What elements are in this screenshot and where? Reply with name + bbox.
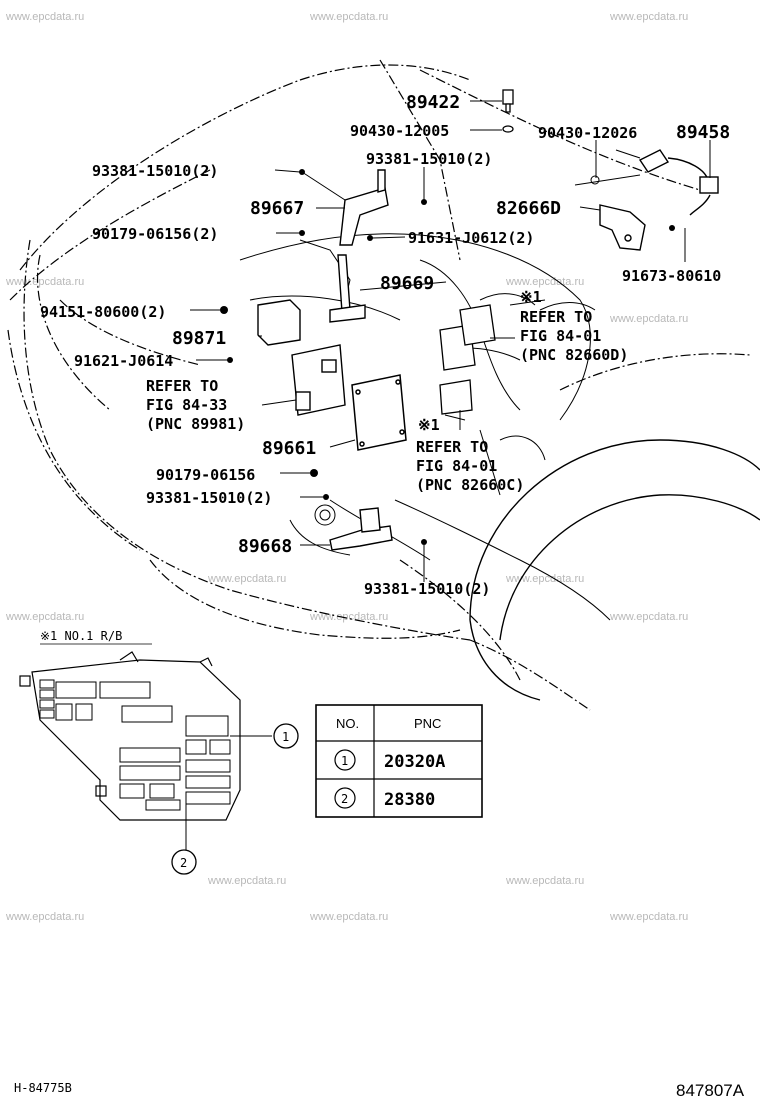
ecu-89871 — [257, 299, 301, 346]
reference-84-33-line2: FIG 84-33 — [146, 396, 227, 414]
part-label-89669: 89669 — [380, 273, 434, 294]
reference-notes: REFER TO FIG 84-01 (PNC 82660D) REFER TO… — [146, 288, 628, 494]
watermark: www.epcdata.ru — [609, 911, 688, 923]
part-label-94151: 94151-80600(2) — [40, 303, 166, 321]
inset-relay-box: ※1 NO.1 R/B — [19, 629, 299, 875]
front-wheel — [469, 439, 760, 701]
figure-reference: H-84775B — [14, 1081, 72, 1095]
watermark: www.epcdata.ru — [505, 573, 584, 585]
callout-1-badge: 1 — [273, 723, 299, 749]
reference-84-01-c-line3: (PNC 82660C) — [416, 476, 524, 494]
part-label-89668: 89668 — [238, 536, 292, 557]
watermark: www.epcdata.ru — [5, 276, 84, 288]
bracket-89667 — [339, 169, 389, 246]
table-header-no: NO. — [336, 716, 359, 731]
bracket-89668 — [329, 507, 393, 551]
part-label-89661: 89661 — [262, 438, 316, 459]
watermark: www.epcdata.ru — [5, 11, 84, 23]
note-mark-1: ※1 — [418, 416, 440, 434]
leader-lines — [190, 100, 711, 582]
reference-84-33-line3: (PNC 89981) — [146, 415, 245, 433]
sensor-89422 — [502, 89, 514, 133]
inset-caption: ※1 NO.1 R/B — [40, 629, 122, 643]
part-label-90430-12005: 90430-12005 — [350, 122, 449, 140]
bracket-82666d — [599, 204, 646, 251]
bracket-89669 — [329, 254, 366, 323]
reference-84-33-line1: REFER TO — [146, 377, 218, 395]
part-label-93381-top-mid: 93381-15010(2) — [366, 150, 492, 168]
table-cell-pnc: 20320A — [384, 752, 445, 772]
callout-1-number: 1 — [282, 730, 289, 744]
watermark: www.epcdata.ru — [505, 875, 584, 887]
part-label-90179-mid: 90179-06156 — [156, 466, 255, 484]
part-label-93381-top-left: 93381-15010(2) — [92, 162, 218, 180]
part-label-89458: 89458 — [676, 122, 730, 143]
note-mark-1: ※1 — [520, 288, 542, 306]
callout-2-number: 2 — [180, 856, 187, 870]
table-header-pnc: PNC — [414, 716, 441, 731]
watermark: www.epcdata.ru — [207, 573, 286, 585]
part-label-91673: 91673-80610 — [622, 267, 721, 285]
table-cell-no: 1 — [341, 754, 348, 768]
part-label-91631: 91631-J0612(2) — [408, 229, 534, 247]
vehicle-body-outline — [7, 59, 751, 711]
watermark: www.epcdata.ru — [309, 911, 388, 923]
table-row: 2 28380 — [334, 787, 435, 810]
reference-84-01-d-line3: (PNC 82660D) — [520, 346, 628, 364]
watermark: www.epcdata.ru — [609, 313, 688, 325]
part-label-90179-top: 90179-06156(2) — [92, 225, 218, 243]
watermarks: www.epcdata.ru www.epcdata.ru www.epcdat… — [5, 11, 688, 923]
part-label-89871: 89871 — [172, 328, 226, 349]
relay-blocks — [439, 304, 496, 415]
reference-84-01-c-line2: FIG 84-01 — [416, 457, 497, 475]
table-cell-no: 2 — [341, 792, 348, 806]
watermark: www.epcdata.ru — [5, 911, 84, 923]
table-row: 1 20320A — [334, 749, 445, 772]
sensor-89458 — [638, 149, 719, 216]
watermark: www.epcdata.ru — [207, 875, 286, 887]
pnc-table: NO. PNC 1 20320A 2 28380 — [315, 704, 483, 818]
part-label-91621: 91621-J0614 — [74, 352, 173, 370]
part-label-89667: 89667 — [250, 198, 304, 219]
ecu-89981 — [291, 344, 346, 416]
part-label-89422: 89422 — [406, 92, 460, 113]
diagram-id: 847807A — [676, 1081, 745, 1100]
watermark: www.epcdata.ru — [609, 611, 688, 623]
part-labels: 89422 90430-12005 90430-12026 89458 9338… — [40, 92, 730, 598]
reference-84-01-d-line1: REFER TO — [520, 308, 592, 326]
callout-2-badge: 2 — [171, 849, 197, 875]
reference-84-01-c-line1: REFER TO — [416, 438, 488, 456]
part-label-93381-bottom: 93381-15010(2) — [364, 580, 490, 598]
part-label-90430-12026: 90430-12026 — [538, 124, 637, 142]
reference-84-01-d-line2: FIG 84-01 — [520, 327, 601, 345]
ecu-89661 — [351, 374, 407, 451]
part-label-82666d: 82666D — [496, 198, 561, 219]
watermark: www.epcdata.ru — [309, 11, 388, 23]
part-label-93381-mid: 93381-15010(2) — [146, 489, 272, 507]
watermark: www.epcdata.ru — [609, 11, 688, 23]
watermark: www.epcdata.ru — [5, 611, 84, 623]
watermark: www.epcdata.ru — [505, 276, 584, 288]
table-cell-pnc: 28380 — [384, 790, 435, 810]
